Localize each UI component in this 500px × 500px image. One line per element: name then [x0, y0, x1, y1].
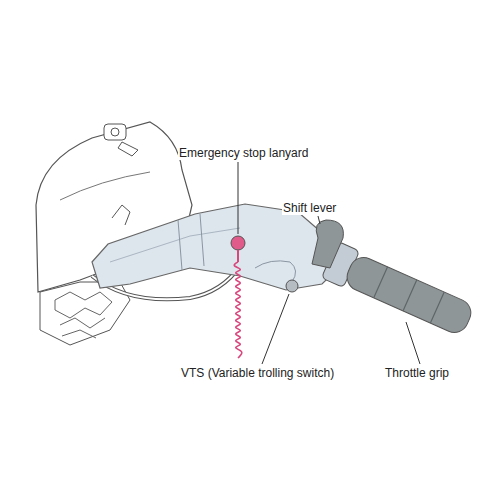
grip-body	[343, 253, 476, 337]
tiller-handle	[92, 204, 345, 290]
mount-bracket	[112, 205, 130, 225]
lanyard-clip	[237, 250, 239, 262]
cowling-latch	[118, 142, 138, 156]
engine-part	[55, 292, 112, 318]
tiller-seam	[178, 214, 204, 270]
lanyard-coil	[234, 262, 242, 358]
stop-switch	[231, 236, 245, 250]
leader-line	[238, 162, 239, 234]
vts-switch	[286, 280, 298, 292]
part-label: VTS (Variable trolling switch)	[180, 366, 335, 380]
shift-lever	[312, 220, 343, 268]
leader-line	[262, 294, 289, 364]
cowling-plate	[104, 124, 126, 140]
throttle-grip	[321, 241, 476, 339]
part-label: Shift lever	[282, 201, 337, 215]
cowling-seam	[60, 172, 150, 200]
lanyard-cord	[234, 262, 242, 358]
leader-line	[318, 216, 320, 224]
tiller-detail	[255, 261, 296, 282]
grip-ridge	[374, 267, 444, 323]
tiller-highlight	[110, 228, 240, 262]
leader-line	[406, 322, 420, 364]
engine-detail	[60, 318, 105, 338]
cowling-knob	[111, 128, 119, 136]
part-label: Throttle grip	[384, 366, 450, 380]
part-label: Emergency stop lanyard	[178, 146, 309, 160]
